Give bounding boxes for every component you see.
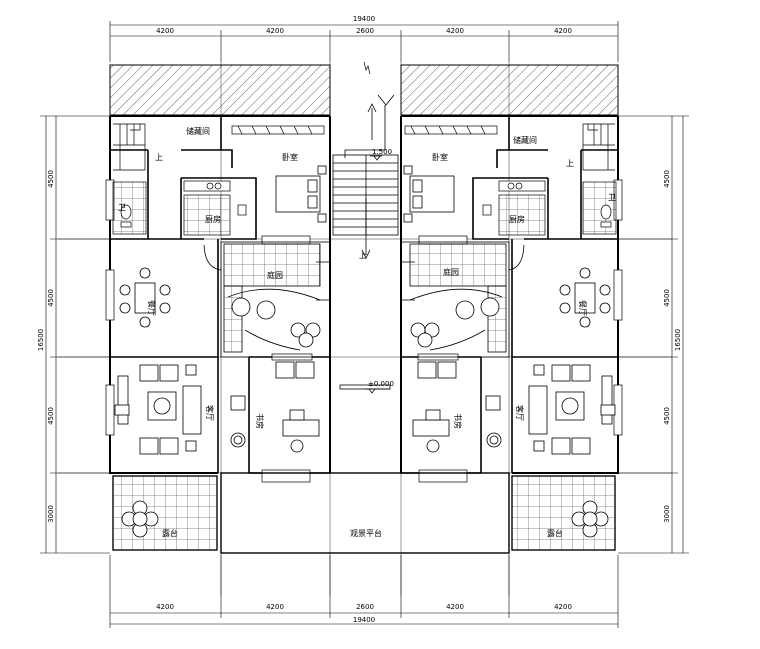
break-line xyxy=(363,61,371,75)
label-bedroom-right: 卧室 xyxy=(432,152,448,162)
label-dining-right: 餐厅 xyxy=(578,300,587,316)
label-terrace-right: 露台 xyxy=(547,528,563,538)
shrubs-right xyxy=(409,288,503,351)
right-dim-4: 3000 xyxy=(663,505,671,523)
left-dim-total: 16500 xyxy=(37,329,45,351)
wc-right xyxy=(582,181,617,235)
label-living-left: 客厅 xyxy=(205,405,215,421)
left-dim-3: 4500 xyxy=(47,407,55,425)
bottom-dim-2: 4200 xyxy=(266,603,284,611)
left-dim-4: 3000 xyxy=(47,505,55,523)
kitchen-left xyxy=(183,180,247,236)
level-mark-stair xyxy=(370,155,382,161)
label-view-platform: 观景平台 xyxy=(350,528,382,538)
label-up-center: 上 xyxy=(359,251,367,260)
main-stair xyxy=(332,94,399,259)
label-study-right: 书房 xyxy=(453,413,463,429)
label-up-left: 上 xyxy=(155,153,163,162)
bed-left xyxy=(275,165,327,223)
bottom-dim-5: 4200 xyxy=(554,603,572,611)
label-dining-left: 餐厅 xyxy=(147,300,156,316)
bottom-dim-total: 19400 xyxy=(353,616,375,624)
label-bedroom-left: 卧室 xyxy=(282,152,298,162)
top-dim-1: 4200 xyxy=(156,27,174,35)
dining-set-left xyxy=(119,267,171,328)
roof-hatch-left xyxy=(109,64,331,116)
top-dim-3: 2600 xyxy=(356,27,374,35)
bottom-dim-1: 4200 xyxy=(156,603,174,611)
bottom-dim-4: 4200 xyxy=(446,603,464,611)
label-kitchen-left: 厨房 xyxy=(205,214,221,224)
label-kitchen-right: 厨房 xyxy=(509,214,525,224)
view-platform xyxy=(220,472,510,554)
entrance-step xyxy=(339,384,391,390)
terrace-table-left xyxy=(121,500,159,538)
top-dim-total: 19400 xyxy=(353,15,375,23)
study-right xyxy=(412,361,502,453)
courtyard-left xyxy=(203,241,331,358)
level-stair-landing: 1.500 xyxy=(372,148,392,156)
left-dim-1: 4500 xyxy=(47,170,55,188)
terrace-table-right xyxy=(571,500,609,538)
wardrobe-right xyxy=(404,125,498,135)
label-living-right: 客厅 xyxy=(515,405,525,421)
right-dim-3: 4500 xyxy=(663,407,671,425)
level-entrance: ±0.000 xyxy=(368,380,394,388)
exterior-walls xyxy=(109,115,619,474)
left-dim-2: 4500 xyxy=(47,289,55,307)
level-mark-entrance xyxy=(366,388,390,394)
label-courtyard-right: 庭园 xyxy=(443,267,459,277)
wc-left xyxy=(112,181,147,235)
top-dimension-chain xyxy=(109,21,619,62)
kitchen-right xyxy=(482,180,546,236)
top-dim-4: 4200 xyxy=(446,27,464,35)
label-study-left: 书房 xyxy=(255,413,265,429)
label-up-right: 上 xyxy=(566,159,574,168)
small-stair-left xyxy=(113,123,146,171)
right-dim-2: 4500 xyxy=(663,289,671,307)
shrubs-left xyxy=(227,288,321,351)
study-left xyxy=(230,361,320,453)
dining-set-right xyxy=(559,267,611,328)
right-dim-1: 4500 xyxy=(663,170,671,188)
label-courtyard-left: 庭园 xyxy=(267,270,283,280)
top-dim-2: 4200 xyxy=(266,27,284,35)
label-wc-right: 卫 xyxy=(608,193,616,202)
bottom-dim-3: 2600 xyxy=(356,603,374,611)
label-storage-right: 储藏间 xyxy=(513,135,537,145)
living-sofas-right xyxy=(528,364,616,455)
top-dim-5: 4200 xyxy=(554,27,572,35)
bed-right xyxy=(403,165,455,223)
wardrobe-left xyxy=(231,125,325,135)
right-dim-total: 16500 xyxy=(674,329,682,351)
living-sofas-left xyxy=(114,364,202,455)
label-wc-left: 卫 xyxy=(118,203,126,212)
roof-hatch-right xyxy=(400,64,619,116)
label-terrace-left: 露台 xyxy=(162,528,178,538)
small-stair-right xyxy=(582,123,615,171)
label-storage-left: 储藏间 xyxy=(186,126,210,136)
